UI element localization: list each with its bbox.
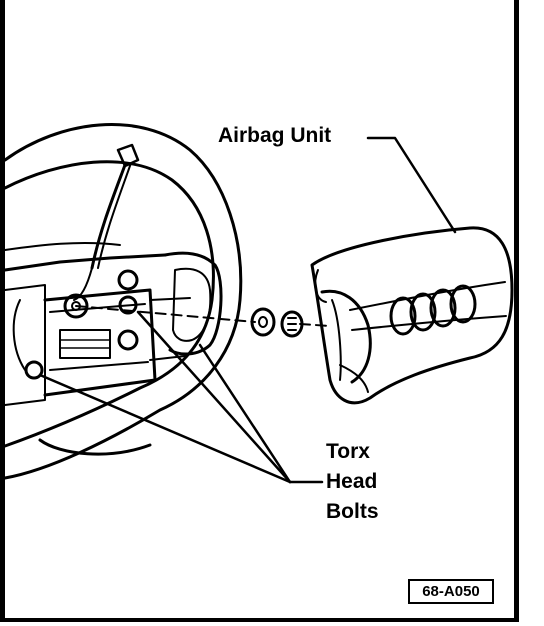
hub-bolt-bosses bbox=[24, 269, 139, 380]
airbag-unit-illustration bbox=[310, 226, 514, 405]
steering-wheel-hub bbox=[3, 251, 223, 406]
torx-bolt-icon bbox=[250, 307, 304, 338]
airbag-unit-label: Airbag Unit bbox=[218, 124, 332, 147]
bolt-axis-dashed-line bbox=[75, 305, 331, 327]
airbag-wiring-connector bbox=[73, 143, 140, 301]
figure-reference-code: 68-A050 bbox=[422, 583, 480, 600]
torx-bolts-leader-lines bbox=[38, 310, 324, 484]
frame-left-border bbox=[0, 0, 5, 622]
torx-head-bolts-label-line-2: Head bbox=[326, 470, 378, 493]
airbag-unit-leader-line bbox=[366, 136, 457, 234]
torx-head-bolts-label-line-1: Torx bbox=[326, 440, 370, 463]
torx-head-bolts-label-line-3: Bolts bbox=[326, 500, 379, 523]
frame-bottom-border bbox=[0, 618, 519, 622]
figure-reference-box: 68-A050 bbox=[408, 579, 494, 604]
steering-wheel-rim bbox=[3, 123, 243, 480]
frame-right-border bbox=[514, 0, 519, 622]
